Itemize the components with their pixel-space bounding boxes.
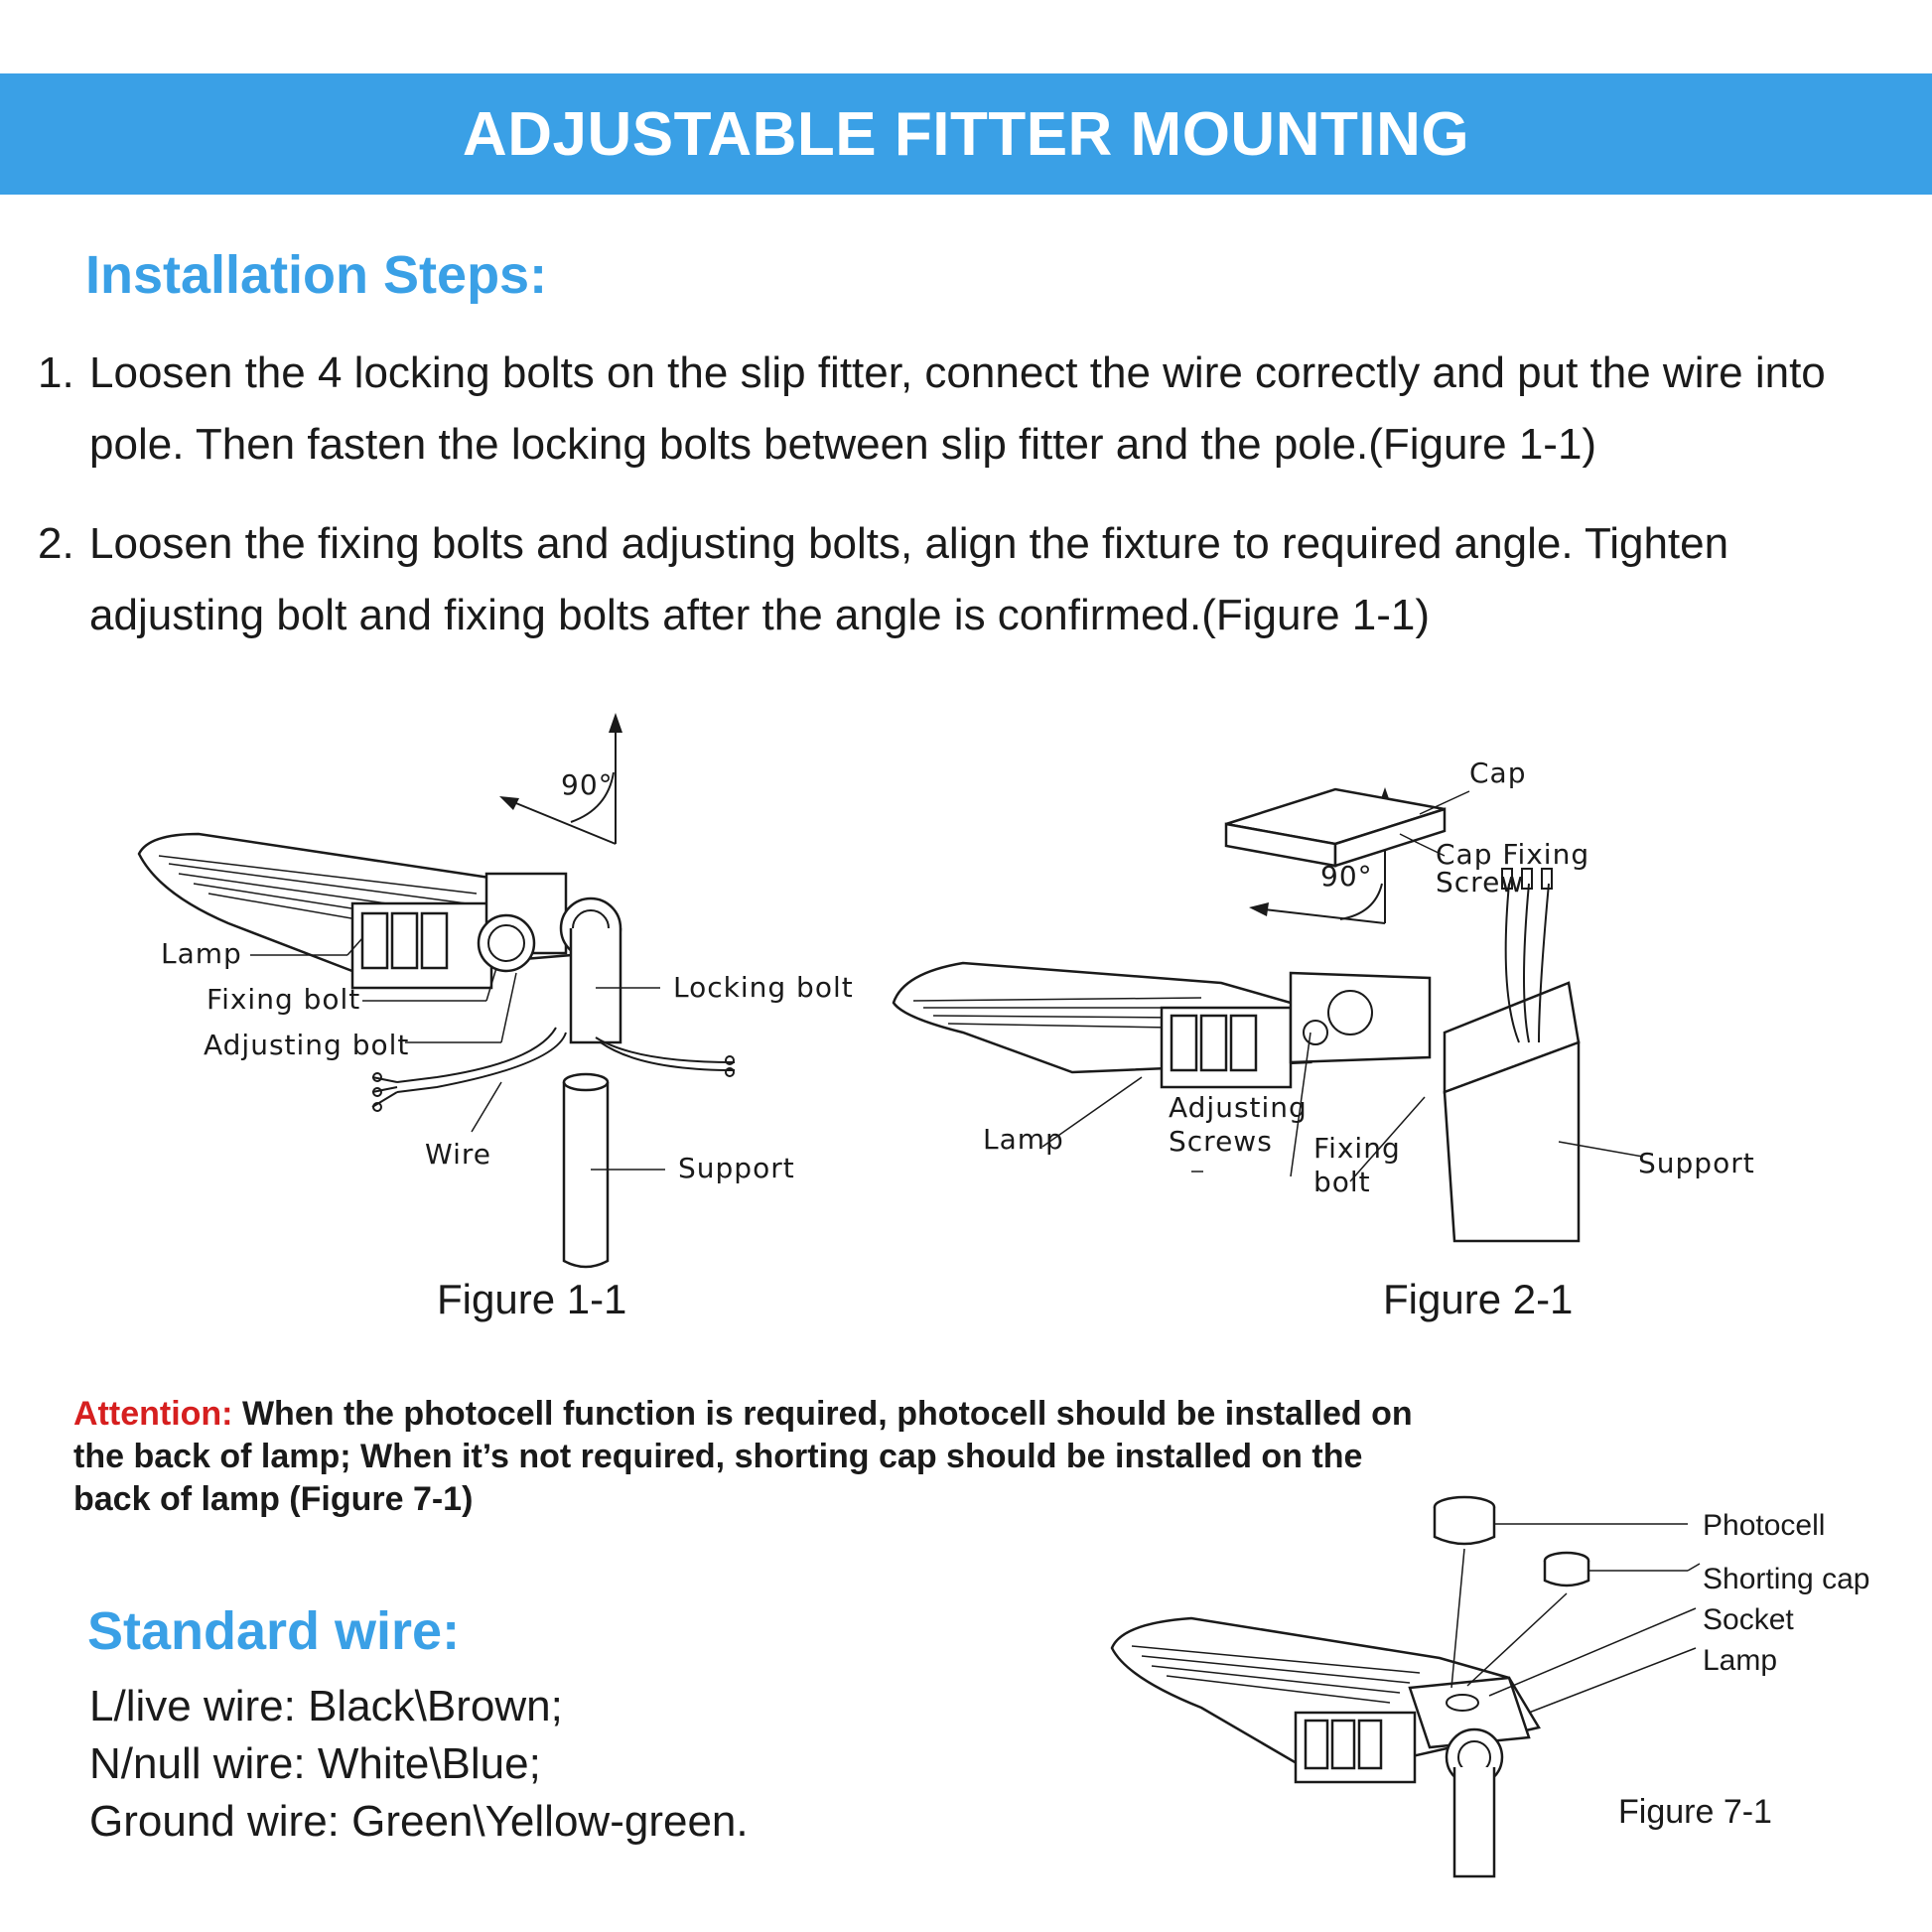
label-support: Support [1638,1147,1755,1179]
lamp-body-illustration [137,832,622,1044]
wire-ground: Ground wire: Green\Yellow-green. [89,1797,749,1846]
label-socket: Socket [1703,1603,1794,1636]
label-wire: Wire [425,1138,491,1171]
support-box-illustration [1443,868,1581,1243]
attention-label: Attention: [73,1395,233,1433]
figure-1-1-caption: Figure 1-1 [437,1276,626,1322]
step-number: 2. [38,519,74,568]
attention-text: When the photocell function is required,… [73,1395,1413,1518]
label-fixing-line2: bolt [1313,1166,1371,1198]
label-lamp: Lamp [983,1123,1064,1156]
step-2: 2. Loosen the fixing bolts and adjusting… [38,508,1904,651]
lamp-body-illustration [1110,1616,1541,1878]
label-lamp: Lamp [161,937,242,970]
cap-illustration [1224,787,1447,868]
steps-list: 1. Loosen the 4 locking bolts on the sli… [38,338,1904,679]
label-lamp: Lamp [1703,1644,1777,1677]
figure-7-1-diagram: Photocell Shorting cap Socket Lamp Figur… [1110,1495,1869,1878]
pole-illustration [562,1072,610,1269]
figure-2-1-diagram: 90° Cap Cap Fixing Scr [892,757,1755,1322]
step-text: Loosen the fixing bolts and adjusting bo… [89,519,1729,639]
title-banner: ADJUSTABLE FITTER MOUNTING [0,73,1932,195]
label-fixing-bolt: Fixing bolt [207,983,360,1016]
figure-7-1-caption: Figure 7-1 [1618,1793,1772,1831]
step-number: 1. [38,348,74,397]
attention-note: Attention: When the photocell function i… [73,1393,1444,1521]
figure-1-1-diagram: 90° [137,713,854,1322]
label-photocell: Photocell [1703,1509,1825,1542]
wire-illustration [371,1027,736,1112]
page-title: ADJUSTABLE FITTER MOUNTING [462,99,1470,169]
photocell-illustration [1433,1495,1496,1546]
step-1: 1. Loosen the 4 locking bolts on the sli… [38,338,1904,481]
label-adjusting-bolt: Adjusting bolt [204,1029,409,1061]
label-cap-fixing-line1: Cap Fixing [1436,838,1589,871]
wire-live: L/live wire: Black\Brown; [89,1682,563,1730]
standard-wire-list: L/live wire: Black\Brown; N/null wire: W… [89,1678,749,1851]
step-text: Loosen the 4 locking bolts on the slip f… [89,348,1826,469]
label-support: Support [678,1152,795,1184]
label-adjusting-line1: Adjusting [1169,1091,1308,1124]
label-fixing-line1: Fixing [1313,1132,1401,1165]
figure-2-1-caption: Figure 2-1 [1383,1276,1573,1322]
label-adjusting-line2: Screws [1169,1125,1273,1158]
label-locking-bolt: Locking bolt [673,971,854,1004]
label-shorting-cap: Shorting cap [1703,1563,1869,1595]
lamp-body-illustration [892,961,1432,1089]
label-cap: Cap [1469,757,1526,789]
standard-wire-heading: Standard wire: [87,1601,461,1661]
angle-label: 90° [561,768,614,801]
label-cap-fixing-line2: Screw [1436,866,1524,898]
installation-heading: Installation Steps: [85,245,548,305]
shorting-cap-illustration [1543,1551,1590,1587]
wire-null: N/null wire: White\Blue; [89,1739,541,1788]
